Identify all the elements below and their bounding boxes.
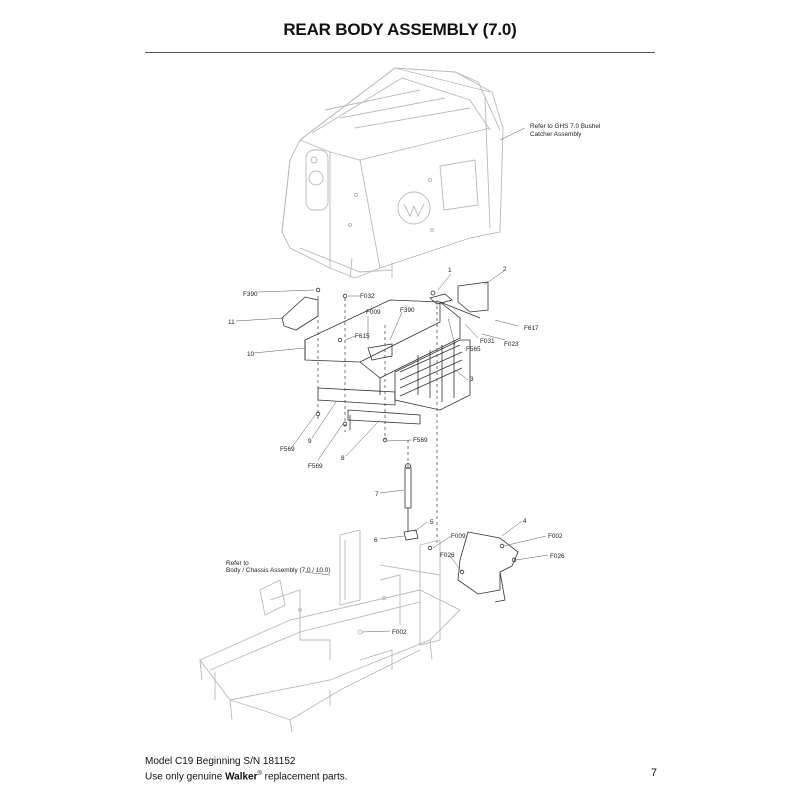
label-f026-a: F026 bbox=[550, 553, 565, 560]
part-4-bracket bbox=[457, 531, 519, 595]
label-f615: F615 bbox=[355, 333, 370, 340]
part-5-bracket bbox=[403, 529, 419, 541]
label-10: 10 bbox=[247, 351, 255, 358]
refer-bushel-line2: Catcher Assembly bbox=[530, 131, 582, 138]
label-8: 8 bbox=[341, 455, 345, 462]
label-f009-b: F009 bbox=[451, 533, 466, 540]
callout-labels: Refer to GHS 7.0 Bushel Catcher Assembly… bbox=[226, 123, 600, 636]
page-footer: Model C19 Beginning S/N 181152 Use only … bbox=[145, 756, 657, 783]
title-divider bbox=[145, 52, 655, 53]
chassis-frame bbox=[199, 529, 461, 733]
genuine-parts-line: Use only genuine Walker® replacement par… bbox=[145, 771, 348, 783]
label-f617: F617 bbox=[524, 325, 539, 332]
rear-body-parts bbox=[281, 281, 489, 545]
label-f390-b: F390 bbox=[400, 307, 415, 314]
label-11: 11 bbox=[228, 319, 235, 326]
part-11-bracket bbox=[281, 296, 319, 331]
label-f009-a: F009 bbox=[366, 309, 381, 316]
label-2: 2 bbox=[503, 266, 507, 273]
label-7: 7 bbox=[375, 491, 379, 498]
refer-chassis-line1: Refer to bbox=[226, 560, 249, 567]
label-f565: F565 bbox=[466, 346, 481, 353]
label-4: 4 bbox=[523, 518, 527, 525]
page-title: REAR BODY ASSEMBLY (7.0) bbox=[283, 20, 517, 39]
label-f569-b: F569 bbox=[308, 463, 323, 470]
label-f031: F031 bbox=[480, 338, 495, 345]
leader-lines bbox=[235, 127, 549, 633]
registered-mark: ® bbox=[257, 771, 262, 777]
label-f026-b: F026 bbox=[440, 552, 455, 559]
label-f032: F032 bbox=[360, 293, 375, 300]
grass-catcher-hopper bbox=[281, 67, 504, 279]
part-8-panel bbox=[347, 409, 421, 425]
label-f002-a: F002 bbox=[548, 533, 563, 540]
label-5: 5 bbox=[430, 519, 434, 526]
page-number: 7 bbox=[650, 767, 657, 779]
label-f569-a: F569 bbox=[280, 446, 295, 453]
part-1-hinge bbox=[429, 293, 453, 305]
label-3: 3 bbox=[470, 376, 474, 383]
label-6: 6 bbox=[374, 537, 378, 544]
label-f002-b: F002 bbox=[392, 629, 407, 636]
brand-name: Walker bbox=[225, 771, 258, 783]
part-3-grille bbox=[394, 339, 471, 411]
gas-strut-assembly bbox=[403, 463, 519, 603]
part-2-bracket bbox=[457, 281, 489, 313]
refer-bushel-line1: Refer to GHS 7.0 Bushel bbox=[530, 123, 600, 130]
label-f023: F023 bbox=[504, 341, 519, 348]
model-line: Model C19 Beginning S/N 181152 bbox=[145, 756, 296, 767]
label-1: 1 bbox=[448, 267, 452, 274]
label-9: 9 bbox=[308, 438, 312, 445]
label-f390-a: F390 bbox=[243, 291, 258, 298]
part-7-gas-strut bbox=[404, 467, 412, 509]
label-f569-c: F569 bbox=[413, 437, 428, 444]
part-9-panel bbox=[317, 387, 396, 406]
refer-chassis-line2: Body / Chassis Assembly (7.0 / 10.0) bbox=[226, 567, 330, 574]
